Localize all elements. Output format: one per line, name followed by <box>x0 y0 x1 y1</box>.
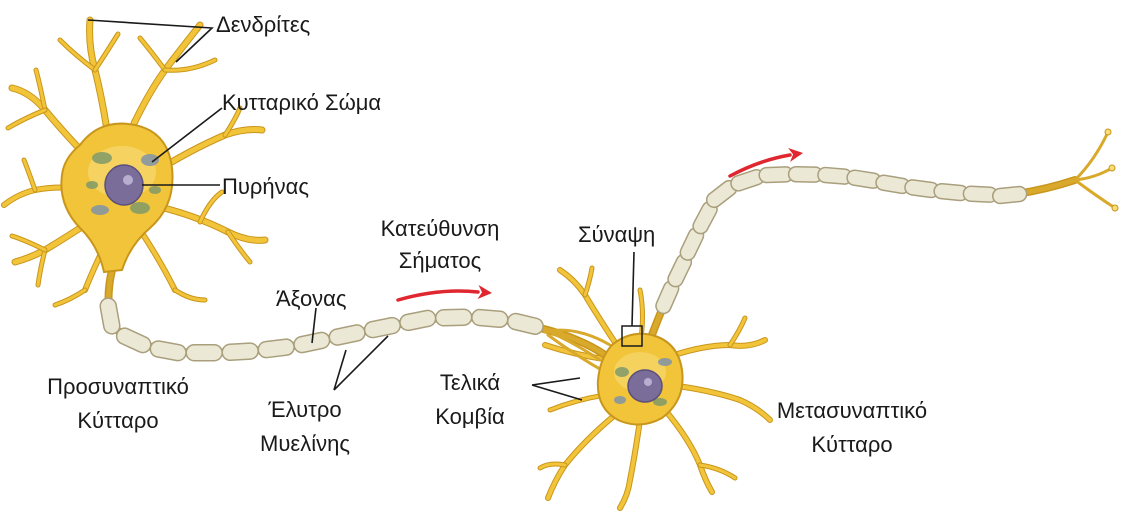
presynaptic-axon-outline <box>109 270 606 355</box>
organelle <box>141 154 159 166</box>
label-presynaptic-cell-line2: Κύτταρο <box>18 408 218 434</box>
label-terminal-buttons-line1: Τελικά <box>410 370 530 396</box>
myelin-segment <box>506 312 545 336</box>
dendrite-branch <box>55 290 85 305</box>
organelle <box>86 181 98 189</box>
myelin-segment <box>186 345 222 361</box>
myelin-segment <box>149 340 187 362</box>
signal-arrow-left <box>398 291 478 300</box>
presynaptic-nucleus <box>105 165 143 205</box>
organelle <box>615 367 629 377</box>
axon-terminal-fork <box>1075 180 1115 208</box>
axon-terminal-knob <box>1105 129 1111 135</box>
myelin-segment <box>222 343 259 361</box>
label-myelin-sheath-line1: Έλυτρο <box>240 397 370 423</box>
signal-arrow-left-head <box>478 285 493 300</box>
myelin-segment <box>328 323 367 346</box>
postsynaptic-nucleus <box>628 370 662 402</box>
label-axon: Άξονας <box>276 286 347 312</box>
organelle <box>614 396 626 404</box>
myelin-segment <box>471 309 508 328</box>
label-signal-direction-line1: Κατεύθυνση <box>350 216 530 242</box>
dendrite-branch <box>730 318 745 345</box>
leader-synapse <box>632 252 634 326</box>
label-nucleus: Πυρήνας <box>222 174 309 200</box>
myelin-segment <box>114 326 153 356</box>
label-terminal-buttons: Τελικά Κομβία <box>410 370 530 430</box>
label-presynaptic-cell: Προσυναπτικό Κύτταρο <box>18 374 218 434</box>
postsynaptic-nucleolus <box>644 378 652 386</box>
dendrite-branch <box>24 160 35 190</box>
dendrite-branch <box>95 34 118 70</box>
myelin-segment <box>257 338 295 358</box>
myelin-segment <box>363 316 401 339</box>
leader-terminal-buttons <box>532 378 582 400</box>
label-postsynaptic-cell-line1: Μετασυναπτικό <box>752 398 952 424</box>
label-signal-direction-line2: Σήματος <box>350 248 530 274</box>
myelin-segment <box>435 309 471 326</box>
label-postsynaptic-cell-line2: Κύτταρο <box>752 432 952 458</box>
label-terminal-buttons-line2: Κομβία <box>410 404 530 430</box>
axon-terminal-knob <box>1112 205 1118 211</box>
label-myelin-sheath: Έλυτρο Μυελίνης <box>240 397 370 457</box>
label-myelin-sheath-line2: Μυελίνης <box>240 431 370 457</box>
label-dendrites: Δενδρίτες <box>216 12 310 38</box>
organelle <box>130 202 150 214</box>
label-presynaptic-cell-line1: Προσυναπτικό <box>18 374 218 400</box>
myelin-segment <box>992 186 1027 204</box>
organelle <box>658 358 672 366</box>
label-synapse: Σύναψη <box>578 222 655 248</box>
dendrite-branch-outline <box>548 415 615 498</box>
myelin-segment <box>399 309 437 332</box>
organelle <box>92 152 112 164</box>
dendrite-branch <box>140 38 165 70</box>
label-postsynaptic-cell: Μετασυναπτικό Κύτταρο <box>752 398 952 458</box>
organelle <box>149 186 161 194</box>
dendrite-branch <box>140 230 175 290</box>
dendrite-branch <box>8 110 45 128</box>
axon-terminal-knob <box>1109 165 1115 171</box>
label-signal-direction: Κατεύθυνση Σήματος <box>350 216 530 274</box>
dendrite-branch <box>12 236 45 250</box>
myelin-segment <box>99 297 121 335</box>
presynaptic-nucleolus <box>123 175 133 185</box>
label-cell-body: Κυτταρικό Σώμα <box>222 90 381 116</box>
presynaptic-axon <box>109 270 606 355</box>
organelle <box>91 205 109 215</box>
